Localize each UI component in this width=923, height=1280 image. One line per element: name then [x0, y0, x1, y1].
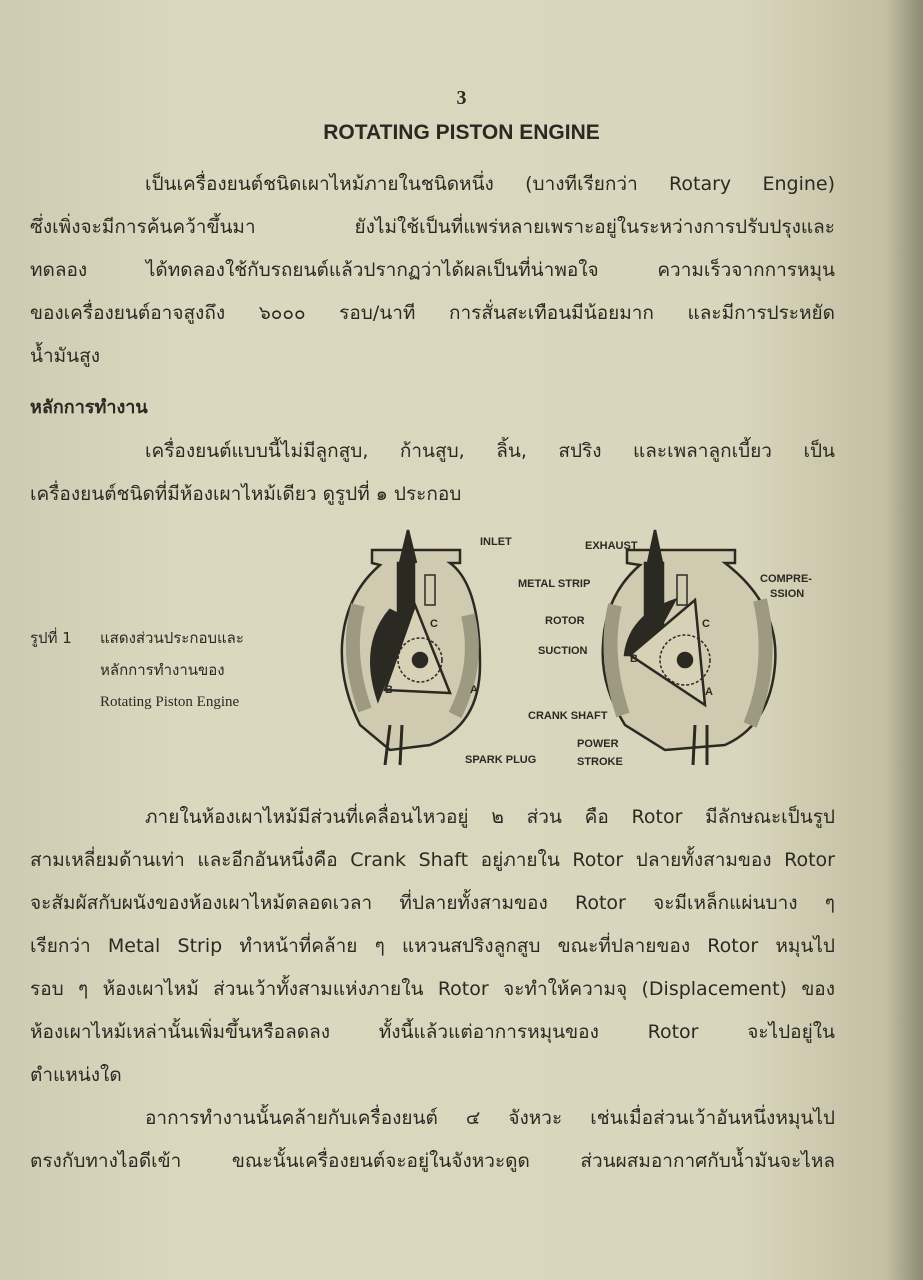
text-line: ภายในห้องเผาไหม้มีส่วนที่เคลื่อนไหวอยู่ … — [145, 806, 835, 828]
caption-label: รูปที่ 1 — [30, 629, 72, 647]
rotary-engine-diagram: INLET METAL STRIP ROTOR SUCTION CRANK SH… — [340, 529, 812, 768]
text-line: รอบ ๆ ห้องเผาไหม้ ส่วนเว้าทั้งสามแห่งภาย… — [30, 978, 835, 1000]
page-title: ROTATING PISTON ENGINE — [323, 121, 600, 144]
text-line: ซึ่งเพิ่งจะมีการค้นคว้าขึ้นมา ยังไม่ใช้เ… — [30, 216, 835, 238]
label-crank-shaft: CRANK SHAFT — [528, 710, 608, 722]
text-line: ห้องเผาไหม้เหล่านั้นเพิ่มขึ้นหรือลดลง ทั… — [30, 1021, 835, 1043]
label-compression-2: SSION — [770, 588, 804, 600]
label-power: POWER — [577, 738, 619, 750]
label-a-2: A — [705, 686, 713, 698]
engine-compression-stage — [601, 529, 777, 766]
label-rotor: ROTOR — [545, 615, 585, 627]
text-line: น้ำมันสูง — [30, 345, 101, 367]
text-line: ของเครื่องยนต์อาจสูงถึง ๖๐๐๐ รอบ/นาที กา… — [30, 302, 835, 324]
diagram-labels: INLET METAL STRIP ROTOR SUCTION CRANK SH… — [385, 536, 812, 768]
label-metal-strip: METAL STRIP — [518, 578, 590, 590]
label-power-stroke: STROKE — [577, 756, 623, 768]
text-line: ตำแหน่งใด — [30, 1064, 122, 1086]
label-b: B — [385, 684, 393, 696]
text-line: ตรงกับทางไอดีเข้า ขณะนั้นเครื่องยนต์จะอย… — [30, 1150, 835, 1172]
label-a: A — [470, 684, 478, 696]
label-compression: COMPRE- — [760, 573, 812, 585]
label-exhaust: EXHAUST — [585, 540, 638, 552]
page-number: 3 — [456, 87, 467, 109]
text-line: ทดลอง ได้ทดลองใช้กับรถยนต์แล้วปรากฏว่าได… — [30, 259, 835, 281]
label-inlet: INLET — [480, 536, 512, 548]
label-b-2: B — [630, 653, 638, 665]
text-line: เรียกว่า Metal Strip ทำหน้าที่คล้าย ๆ แห… — [30, 935, 835, 957]
caption-line: หลักการทำงานของ — [100, 661, 225, 679]
text-line: สามเหลี่ยมด้านเท่า และอีกอันหนึ่งคือ Cra… — [30, 849, 835, 871]
text-line: จะสัมผัสกับผนังของห้องเผาไหม้ตลอดเวลา ที… — [30, 892, 835, 914]
label-spark-plug: SPARK PLUG — [465, 754, 536, 766]
text-line: เครื่องยนต์แบบนี้ไม่มีลูกสูบ, ก้านสูบ, ล… — [145, 440, 835, 462]
caption-line: Rotating Piston Engine — [100, 694, 240, 710]
label-c-2: C — [702, 618, 710, 630]
section-heading: หลักการทำงาน — [30, 397, 148, 418]
label-suction: SUCTION — [538, 645, 588, 657]
text-line: เครื่องยนต์ชนิดที่มีห้องเผาไหม้เดียว ดูร… — [30, 483, 462, 505]
label-c: C — [430, 618, 438, 630]
engine-suction-stage — [340, 529, 482, 766]
caption-line: แสดงส่วนประกอบและ — [100, 629, 244, 647]
text-line: เป็นเครื่องยนต์ชนิดเผาไหม้ภายในชนิดหนึ่ง… — [145, 173, 835, 195]
text-line: อาการทำงานนั้นคล้ายกับเครื่องยนต์ ๔ จังห… — [145, 1107, 835, 1129]
